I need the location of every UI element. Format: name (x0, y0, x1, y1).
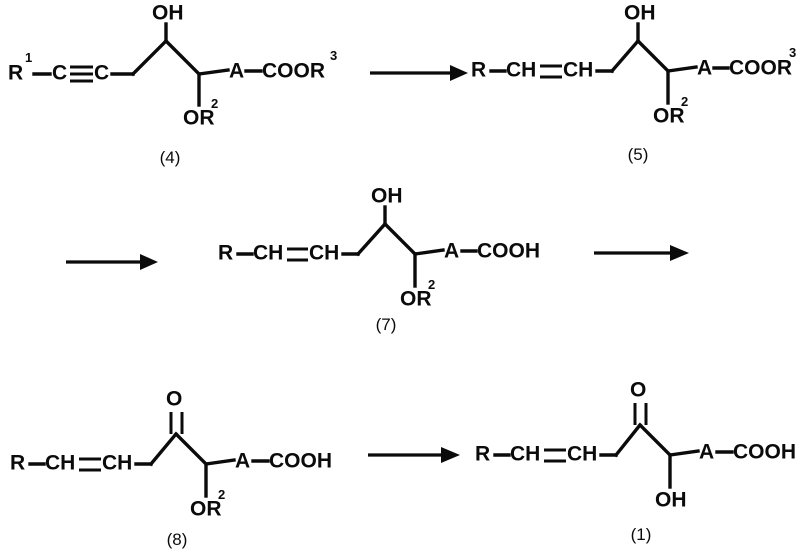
atom-label-ch2-c1: CH (567, 443, 597, 466)
compound-label-4: (4) (160, 148, 181, 167)
arrow-8-to-1 (368, 447, 460, 463)
atom-label-ch1-c7: CH (253, 242, 283, 265)
atom-label-cooh-c1: COOH (733, 441, 796, 464)
compound-label-8: (8) (167, 530, 188, 549)
bond-ch2-co-c8 (148, 431, 179, 467)
structure-compound-4: R 1 C C OH OR 2 A COOR 3 (8, 2, 337, 167)
bond-choh-a-c1 (668, 449, 700, 457)
structure-compound-7: R CH CH OH OR 2 A COOH (7) (218, 185, 540, 334)
atom-label-ch1-c8: CH (45, 452, 75, 475)
atom-label-oh-c5: OH (624, 2, 656, 25)
atom-label-a: A (229, 60, 244, 83)
structure-compound-8: R CH CH O OR 2 A COOH (8) (10, 388, 332, 549)
atom-label-c1: C (52, 62, 67, 85)
bond-cor-a-c7 (413, 248, 445, 256)
bond-choh-cor (163, 38, 202, 77)
bond-co-choh-c1 (637, 422, 673, 458)
double-bond-c8 (79, 457, 101, 472)
atom-label-r-c7: R (218, 242, 233, 265)
atom-label-cooh-c8: COOH (269, 450, 332, 473)
atom-label-a-c8: A (235, 450, 250, 473)
atom-label-ch2-c8: CH (102, 452, 132, 475)
atom-label-or2-c7: OR (400, 288, 432, 311)
atom-label-coor3: COOR (262, 60, 325, 83)
atom-label-or2-c5: OR (653, 105, 685, 128)
compound-label-1: (1) (631, 525, 652, 544)
atom-label-ch2-c7: CH (309, 242, 339, 265)
atom-label-coor3-c5: COOR (729, 57, 792, 80)
atom-label-o-c1: O (630, 379, 646, 402)
bond-ch2-choh (130, 38, 169, 77)
atom-label-r-c1: R (475, 443, 490, 466)
triple-bond-c1-c2 (70, 65, 93, 83)
atom-label-c2: C (94, 62, 109, 85)
ketone-double-bond-c8 (169, 412, 184, 434)
double-bond-c7 (287, 247, 308, 262)
double-bond-c5 (540, 64, 562, 79)
atom-label-ch2-c5: CH (563, 59, 593, 82)
superscript-or2-c7: 2 (428, 277, 435, 292)
bond-ch2-choh-c5 (609, 38, 641, 74)
compound-label-5: (5) (628, 145, 649, 164)
superscript-coor3-c5: 3 (789, 45, 796, 60)
atom-label-or2-c8: OR (190, 498, 222, 521)
atom-label-a-c7: A (444, 240, 459, 263)
structure-compound-5: R CH CH OH OR 2 A COOR 3 (5) (471, 2, 796, 164)
superscript-or2-c5: 2 (681, 94, 688, 109)
superscript-r1: 1 (25, 50, 32, 65)
superscript-or2-c8: 2 (218, 487, 225, 502)
atom-label-or2: OR (183, 107, 215, 130)
arrow-4-to-5 (370, 65, 468, 81)
bond-cor-a (197, 68, 230, 76)
bond-cor-a-c8 (204, 458, 236, 466)
atom-label-oh-c1: OH (655, 489, 687, 512)
atom-label-r-c5: R (471, 59, 486, 82)
atom-label-ch1-c5: CH (506, 59, 536, 82)
bond-ch2-choh-c7 (355, 221, 388, 257)
double-bond-c1 (544, 448, 566, 463)
ketone-double-bond-c1 (633, 403, 648, 425)
superscript-coor3: 3 (330, 48, 337, 63)
atom-label-a-c1: A (699, 441, 714, 464)
atom-label-oh-c7: OH (371, 185, 403, 208)
structure-compound-1: R CH CH O OH A COOH (1) (475, 379, 796, 544)
atom-label-a-c5: A (697, 57, 712, 80)
atom-label-r-c8: R (10, 452, 25, 475)
atom-label-o-c8: O (166, 388, 182, 411)
atom-label-oh: OH (152, 2, 184, 25)
bond-cor-a-c5 (666, 65, 698, 73)
atom-label-r1: R (8, 62, 23, 85)
bond-choh-cor-c7 (382, 221, 418, 257)
atom-label-ch1-c1: CH (510, 443, 540, 466)
compound-label-7: (7) (376, 315, 397, 334)
arrow-5-to-7 (66, 254, 158, 270)
bond-choh-cor-c5 (635, 38, 671, 74)
superscript-or2: 2 (211, 96, 218, 111)
bond-co-cor-c8 (173, 431, 209, 467)
arrow-7-to-8 (594, 245, 689, 261)
atom-label-cooh-c7: COOH (477, 240, 540, 263)
bond-ch2-co-c1 (613, 422, 643, 458)
